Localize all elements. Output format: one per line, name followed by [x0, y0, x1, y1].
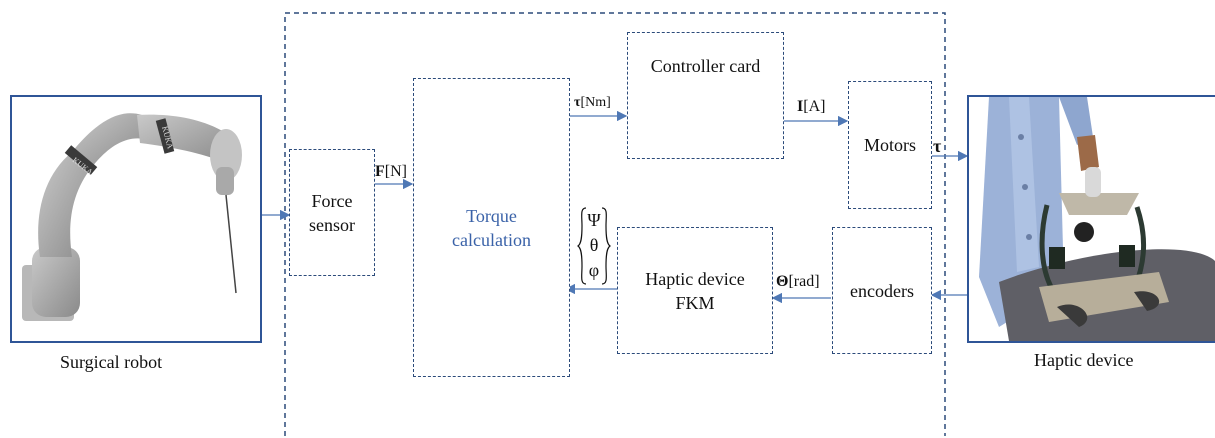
haptic-device-caption: Haptic device	[1034, 350, 1134, 370]
orientation-braces	[577, 207, 611, 285]
torque-calc-line-2: calculation	[452, 229, 531, 250]
haptic-device-illustration	[979, 97, 1215, 341]
system-boundary	[284, 12, 946, 436]
orientation-phi: φ	[588, 260, 600, 280]
haptic-fkm-line-2: FKM	[675, 292, 715, 313]
torque-calculation-block: Torque calculation	[413, 78, 570, 377]
haptic-fkm-block: Haptic device FKM	[617, 227, 773, 354]
torque-signal-label: τ[Nm]	[574, 95, 611, 111]
haptic-fkm-line-1: Haptic device	[645, 268, 745, 289]
current-signal-label: I[A]	[797, 98, 825, 116]
torque-symbol: τ	[574, 95, 581, 110]
encoders-block: encoders	[832, 227, 932, 354]
orientation-vector: Ψ θ φ	[577, 206, 611, 286]
haptic-device-image	[967, 95, 1215, 343]
motors-label: Motors	[863, 135, 916, 155]
controller-card-block: Controller card	[627, 32, 784, 159]
orientation-theta: θ	[589, 235, 599, 255]
surgical-robot-caption: Surgical robot	[60, 352, 163, 372]
force-symbol: F	[375, 163, 385, 180]
current-unit: [A]	[803, 98, 826, 115]
motor-torque-symbol: τ	[933, 136, 942, 156]
motors-block: Motors	[848, 81, 932, 209]
controller-card-label: Controller card	[650, 55, 761, 76]
angle-signal-label: Θ[rad]	[776, 273, 820, 291]
surgical-robot-image: KUKA KUKA	[10, 95, 262, 343]
encoders-label: encoders	[850, 280, 914, 301]
robot-arm-illustration: KUKA KUKA	[22, 113, 242, 321]
current-symbol: I	[797, 98, 804, 115]
force-signal-label: F[N]	[375, 163, 407, 181]
force-sensor-line-2: sensor	[309, 214, 355, 235]
angle-unit: [rad]	[788, 273, 820, 290]
force-unit: [N]	[384, 163, 407, 180]
force-sensor-line-1: Force	[311, 190, 353, 211]
torque-calc-line-1: Torque	[466, 205, 517, 226]
motor-torque-signal-label: τ	[933, 136, 941, 157]
orientation-psi: Ψ	[587, 210, 601, 230]
torque-unit: [Nm]	[580, 95, 611, 110]
force-sensor-block: Force sensor	[289, 149, 375, 276]
angle-symbol: Θ	[776, 273, 789, 290]
